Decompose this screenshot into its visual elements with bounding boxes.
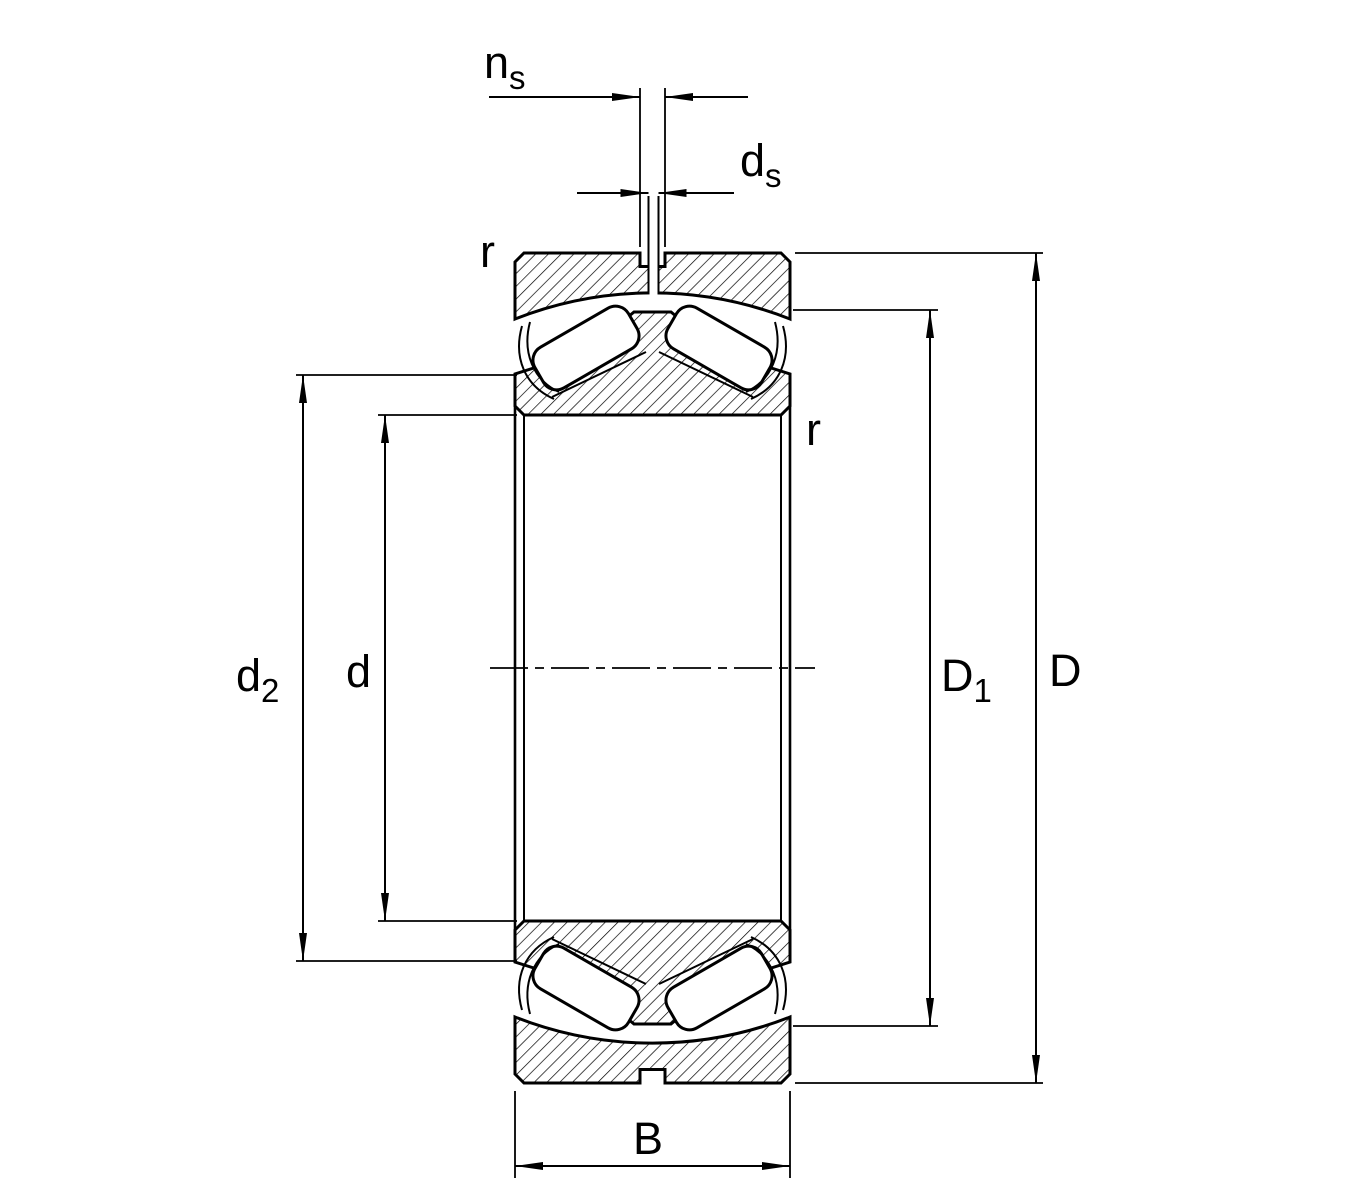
label-ns: ns <box>484 37 526 96</box>
lubrication-hole-bore <box>649 265 658 295</box>
cage-hook-left <box>518 936 555 1011</box>
dimension-D <box>795 252 1043 1084</box>
label-r-outer: r <box>480 226 495 277</box>
dimension-B <box>514 1091 791 1178</box>
outer-ring-section <box>513 1014 792 1085</box>
cage-bar-left <box>551 938 647 985</box>
cage-bar-right <box>658 938 754 985</box>
dimension-d2 <box>296 374 517 962</box>
cage-hook-left <box>518 325 555 400</box>
dimension-D1 <box>793 309 938 1027</box>
cage-bar-right <box>658 351 754 398</box>
cage-lines <box>518 321 787 400</box>
cage-hook-left-2 <box>526 321 560 393</box>
roller-right <box>664 944 774 1032</box>
dimension-ns <box>489 88 748 247</box>
dimension-d <box>378 414 517 922</box>
label-ds: ds <box>740 135 782 194</box>
label-d: d <box>346 646 371 697</box>
label-r-inner: r <box>806 404 821 455</box>
cage-hook-right-2 <box>745 321 779 393</box>
cage-hook-right-2 <box>745 943 779 1015</box>
roller-left <box>531 304 641 392</box>
roller-right <box>664 304 774 392</box>
lubrication-hole <box>647 196 660 295</box>
label-D: D <box>1049 645 1082 696</box>
roller-left <box>531 944 641 1032</box>
cage-hook-right <box>750 936 787 1011</box>
cage-lines <box>518 936 787 1015</box>
bearing-bottom-cross-section <box>513 919 792 1085</box>
cage-bar-left <box>551 351 647 398</box>
label-D1: D1 <box>941 650 992 709</box>
label-d2: d2 <box>236 650 279 709</box>
label-B: B <box>633 1113 663 1164</box>
cage-hook-left-2 <box>526 943 560 1015</box>
cage-hook-right <box>750 325 787 400</box>
